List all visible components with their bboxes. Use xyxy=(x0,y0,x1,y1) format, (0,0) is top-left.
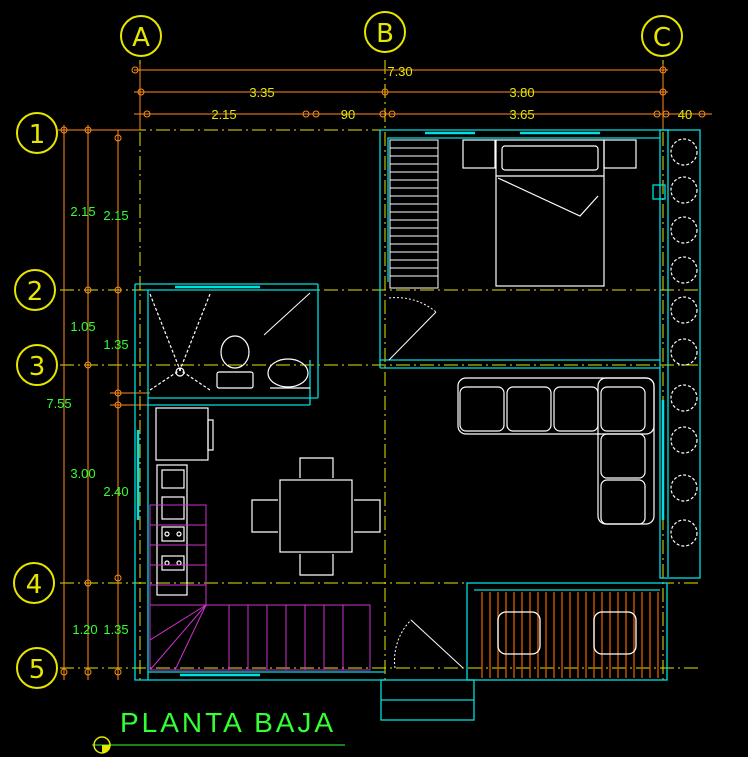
dim-v-215-b: 2.15 xyxy=(103,208,128,223)
svg-text:3: 3 xyxy=(29,352,46,382)
sofa xyxy=(457,377,655,525)
grid-bubble-3: 3 xyxy=(16,344,58,386)
dim-90: 90 xyxy=(341,107,355,122)
bathroom-fixtures xyxy=(149,293,310,391)
terrace-deck xyxy=(481,592,659,678)
grid-bubble-a: A xyxy=(120,15,162,57)
svg-text:B: B xyxy=(376,19,394,49)
grid-bubble-4: 4 xyxy=(13,562,55,604)
grid-bubble-1: 1 xyxy=(16,112,58,154)
svg-text:1: 1 xyxy=(29,120,46,150)
dim-total-width: 7.30 xyxy=(387,64,412,79)
drawing-title: PLANTA BAJA xyxy=(92,707,345,754)
dim-v-135-b: 1.35 xyxy=(103,622,128,637)
kitchen xyxy=(155,407,214,596)
stair-lower xyxy=(149,504,371,671)
dim-365: 3.65 xyxy=(509,107,534,122)
terrace-chairs xyxy=(497,611,637,655)
grid-bubble-c: C xyxy=(641,15,683,57)
svg-text:2: 2 xyxy=(27,277,44,307)
planter-plants xyxy=(670,138,698,547)
dim-40: 40 xyxy=(678,107,692,122)
svg-text:4: 4 xyxy=(26,570,43,600)
dim-v-105: 1.05 xyxy=(70,319,95,334)
dim-span-ab: 3.35 xyxy=(249,85,274,100)
vertical-dimensions xyxy=(58,125,150,680)
dim-v-total: 7.55 xyxy=(46,396,71,411)
dim-v-135-a: 1.35 xyxy=(103,337,128,352)
svg-text:PLANTA BAJA: PLANTA BAJA xyxy=(120,707,336,738)
bed xyxy=(462,139,637,287)
dim-v-215-a: 2.15 xyxy=(70,204,95,219)
dim-v-300: 3.00 xyxy=(70,466,95,481)
svg-text:A: A xyxy=(132,23,150,53)
dim-215: 2.15 xyxy=(211,107,236,122)
grid-bubble-b: B xyxy=(364,11,406,53)
doors xyxy=(263,292,464,669)
stair-upper xyxy=(389,139,439,289)
grid-bubble-5: 5 xyxy=(16,647,58,689)
svg-text:C: C xyxy=(653,23,671,53)
dining-table xyxy=(251,457,381,576)
dim-v-240: 2.40 xyxy=(103,484,128,499)
dim-v-120: 1.20 xyxy=(72,622,97,637)
horizontal-dimensions xyxy=(131,64,712,130)
walls xyxy=(134,129,701,721)
grid-bubble-2: 2 xyxy=(14,269,56,311)
dim-span-bc: 3.80 xyxy=(509,85,534,100)
svg-text:5: 5 xyxy=(29,655,46,685)
